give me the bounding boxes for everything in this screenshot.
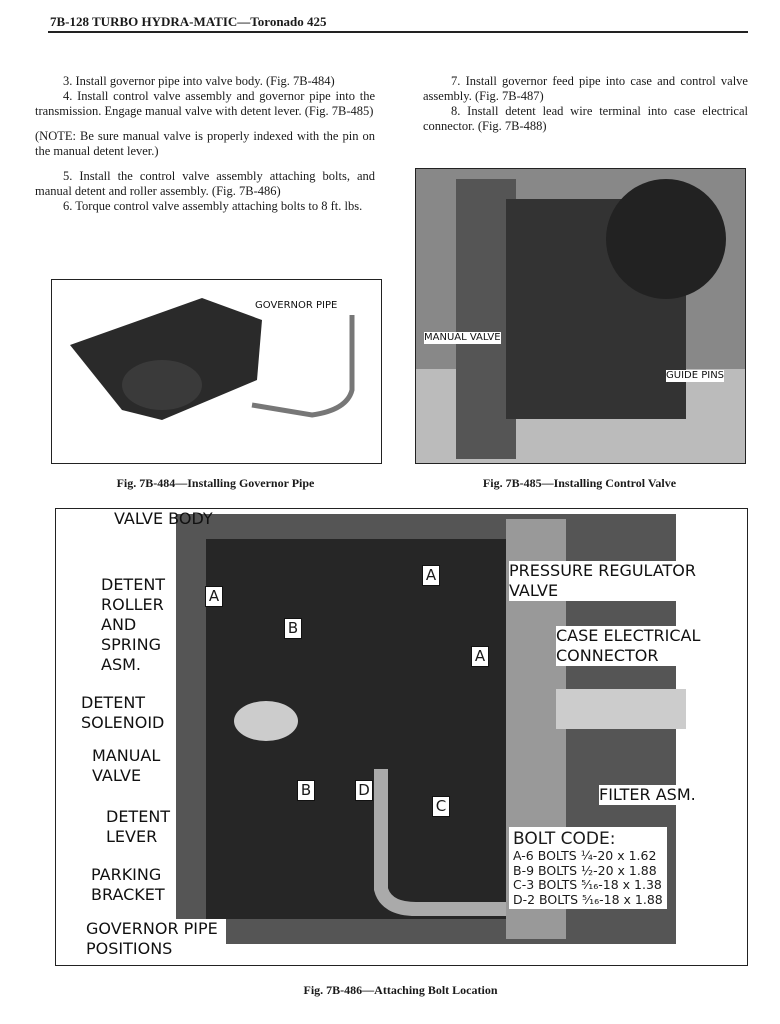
code-b-box: B xyxy=(297,780,315,801)
code-a-box: A xyxy=(205,586,223,607)
page-header: 7B-128 TURBO HYDRA-MATIC—Toronado 425 xyxy=(50,14,327,29)
parking-bracket-label: PARKING BRACKET xyxy=(91,865,165,904)
step-7: 7. Install governor feed pipe into case … xyxy=(423,74,748,103)
bolt-code-row: C-3 BOLTS ⁵⁄₁₆-18 x 1.38 xyxy=(513,877,662,892)
step-8: 8. Install detent lead wire terminal int… xyxy=(423,104,748,133)
pressure-regulator-label: PRESSURE REGULATOR VALVE xyxy=(509,561,709,601)
manual-valve-label: MANUAL VALVE xyxy=(92,746,161,785)
detent-roller-label: DETENT ROLLER AND SPRING ASM. xyxy=(101,575,166,674)
left-column: 3. Install governor pipe into valve body… xyxy=(35,74,375,214)
fig486-caption: Fig. 7B-486—Attaching Bolt Location xyxy=(303,983,498,997)
governor-pipe-photo xyxy=(70,298,355,420)
fig484-caption: Fig. 7B-484—Installing Governor Pipe xyxy=(116,476,315,490)
code-c-box: C xyxy=(432,796,450,817)
step-4: 4. Install control valve assembly and go… xyxy=(35,89,375,118)
figure-484: GOVERNOR PIPE xyxy=(51,279,382,464)
figure-486: VALVE BODY DETENT ROLLER AND SPRING ASM.… xyxy=(55,508,748,966)
detent-lever-label: DETENT LEVER xyxy=(106,807,171,846)
case-connector-label: CASE ELECTRICAL CONNECTOR xyxy=(556,626,716,666)
governor-pipe-label: GOVERNOR PIPE POSITIONS xyxy=(86,919,226,959)
step-6: 6. Torque control valve assembly attachi… xyxy=(63,199,363,213)
bolt-code-row: A-6 BOLTS ¼-20 x 1.62 xyxy=(513,848,657,863)
governor-pipe-label: GOVERNOR PIPE xyxy=(255,300,338,311)
bolt-code-title: BOLT CODE: xyxy=(513,829,616,849)
header-rule xyxy=(48,31,748,33)
bolt-code-row: D-2 BOLTS ⁵⁄₁₆-18 x 1.88 xyxy=(513,891,663,907)
bolt-code-row: B-9 BOLTS ½-20 x 1.88 xyxy=(513,862,657,878)
fig485-caption: Fig. 7B-485—Installing Control Valve xyxy=(482,476,677,490)
detent-solenoid-label: DETENT SOLENOID xyxy=(81,693,165,732)
valve-body-label: VALVE BODY xyxy=(114,509,213,528)
figure-485: MANUAL VALVE GUIDE PINS xyxy=(415,168,746,464)
note: (NOTE: Be sure manual valve is properly … xyxy=(35,129,375,158)
bolt-code-table: BOLT CODE: A-6 BOLTS ¼-20 x 1.62 B-9 BOL… xyxy=(509,827,667,909)
filter-label: FILTER ASM. xyxy=(599,785,696,805)
code-a-box: A xyxy=(471,646,489,667)
step-5: 5. Install the control valve assembly at… xyxy=(35,169,375,198)
step-3: 3. Install governor pipe into valve body… xyxy=(63,74,335,88)
code-d-box: D xyxy=(355,780,373,801)
guide-pins-label: GUIDE PINS xyxy=(666,370,725,382)
right-column: 7. Install governor feed pipe into case … xyxy=(423,74,748,134)
manual-valve-label: MANUAL VALVE xyxy=(424,332,501,344)
code-b-box: B xyxy=(284,618,302,639)
control-valve-photo xyxy=(416,179,745,463)
code-a-box: A xyxy=(422,565,440,586)
